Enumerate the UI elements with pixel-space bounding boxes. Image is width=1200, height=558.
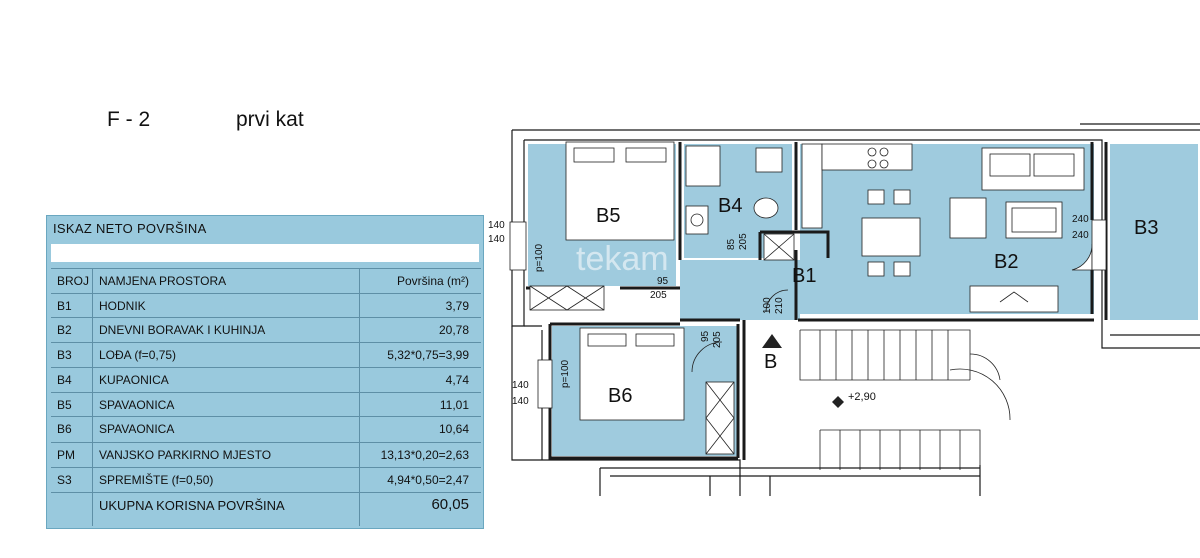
table-row: B6 SPAVAONICA 10,64	[51, 416, 481, 441]
row-code: B4	[57, 373, 72, 387]
row-area: 11,01	[439, 398, 469, 412]
bed-b6	[579, 327, 685, 421]
floor-label: prvi kat	[236, 108, 304, 131]
room-b1	[680, 260, 800, 320]
room-label-b4: B4	[718, 195, 742, 217]
room-label-b5: B5	[596, 205, 620, 227]
dim-d205a: 205	[650, 290, 667, 301]
dim-d205b: 205	[712, 331, 723, 348]
row-code: B2	[57, 323, 72, 337]
dining-table	[861, 189, 921, 277]
row-name: HODNIK	[99, 299, 146, 313]
header-name: NAMJENA PROSTORA	[99, 274, 227, 288]
total-label: UKUPNA KORISNA POVRŠINA	[99, 498, 285, 513]
door-b6-swing	[691, 341, 723, 373]
dim-win-b5-w: 140	[488, 220, 505, 231]
table-row: B4 KUPAONICA 4,74	[51, 367, 481, 392]
table-spacer-bar	[51, 244, 479, 262]
dim-win-b3-w: 240	[1072, 214, 1089, 225]
row-area: 13,13*0,20=2,63	[380, 448, 469, 462]
kitchen-counter	[801, 143, 913, 229]
floor-plan: tekam B5 B4 B1 B2 B3 B6 B +2,90 140 140 …	[488, 123, 1200, 496]
table-title: ISKAZ NETO POVRŠINA	[53, 221, 207, 236]
row-area: 3,79	[445, 299, 469, 313]
row-area: 10,64	[438, 422, 469, 436]
bathroom-fixtures	[685, 145, 783, 235]
room-label-b3: B3	[1134, 217, 1158, 239]
table-row: PM VANJSKO PARKIRNO MJESTO 13,13*0,20=2,…	[51, 442, 481, 467]
table-row: B1 HODNIK 3,79	[51, 293, 481, 318]
dim-win-b6-w: 140	[512, 380, 529, 391]
door-b1-swing	[765, 289, 789, 313]
table-row: S3 SPREMIŠTE (f=0,50) 4,94*0,50=2,47	[51, 467, 481, 492]
col-divider-2	[359, 268, 360, 526]
table-row: B5 SPAVAONICA 11,01	[51, 392, 481, 417]
table-header-row: BROJ NAMJENA PROSTORA Površina (m²)	[51, 268, 481, 293]
interior-walls	[526, 142, 1108, 460]
row-name: KUPAONICA	[99, 373, 169, 387]
row-name: SPAVAONICA	[99, 422, 175, 436]
table-row: B3 LOĐA (f=0,75) 5,32*0,75=3,99	[51, 342, 481, 367]
row-code: B3	[57, 348, 72, 362]
row-code: B5	[57, 398, 72, 412]
row-area: 5,32*0,75=3,99	[387, 348, 469, 362]
dim-d85: 85	[726, 238, 737, 250]
bed-b5	[565, 141, 675, 241]
dim-win-b3-h: 240	[1072, 230, 1089, 241]
wardrobe-b6	[705, 381, 735, 455]
room-label-b1: B1	[792, 265, 816, 287]
room-label-b6: B6	[608, 385, 632, 407]
wardrobe-b5	[529, 285, 605, 311]
dim-d210: 210	[774, 297, 785, 314]
room-b3	[1110, 144, 1198, 320]
sofa	[981, 147, 1085, 191]
dim-door-b5: p=100	[534, 243, 545, 272]
row-code: B6	[57, 422, 72, 436]
dim-d95a: 95	[657, 276, 669, 287]
room-label-b2: B2	[994, 251, 1018, 273]
total-row: UKUPNA KORISNA POVRŠINA 60,05	[51, 492, 481, 523]
level-marker-icon	[832, 396, 844, 408]
wardrobe-b1	[763, 233, 795, 261]
tv-unit	[969, 285, 1059, 313]
dimension-labels: 140 140 140 140 240 240 95 205 85 205 95…	[488, 214, 1089, 407]
row-name: SPREMIŠTE (f=0,50)	[99, 473, 214, 487]
staircase	[799, 329, 1011, 470]
dim-win-b5-h: 140	[488, 234, 505, 245]
row-name: SPAVAONICA	[99, 398, 175, 412]
row-name: VANJSKO PARKIRNO MJESTO	[99, 448, 272, 462]
row-code: S3	[57, 473, 72, 487]
level-label: +2,90	[848, 391, 876, 403]
stair-label: B	[764, 351, 777, 373]
row-area: 20,78	[438, 323, 469, 337]
unit-code: F - 2	[107, 108, 151, 131]
row-code: B1	[57, 299, 72, 313]
coffee-table-armchair	[949, 197, 1063, 239]
total-value: 60,05	[431, 496, 469, 513]
dim-d205c: 205	[738, 233, 749, 250]
table-row: B2 DNEVNI BORAVAK I KUHINJA 20,78	[51, 317, 481, 342]
area-table: ISKAZ NETO POVRŠINA BROJ NAMJENA PROSTOR…	[46, 215, 484, 529]
header-area: Površina (m²)	[396, 274, 469, 288]
header-code: BROJ	[57, 274, 90, 288]
dim-win-b6-h: 140	[512, 396, 529, 407]
windows	[509, 219, 1107, 409]
row-area: 4,74	[445, 373, 469, 387]
watermark: tekam	[576, 240, 669, 278]
row-area: 4,94*0,50=2,47	[387, 473, 469, 487]
row-name: DNEVNI BORAVAK I KUHINJA	[99, 323, 266, 337]
dim-d95b: 95	[700, 330, 711, 342]
dim-d100: 100	[762, 297, 773, 314]
col-divider-1	[92, 268, 93, 526]
section-arrow-icon	[762, 334, 782, 348]
dim-door-b6: p=100	[560, 359, 571, 388]
row-code: PM	[57, 448, 75, 462]
row-name: LOĐA (f=0,75)	[99, 348, 177, 362]
